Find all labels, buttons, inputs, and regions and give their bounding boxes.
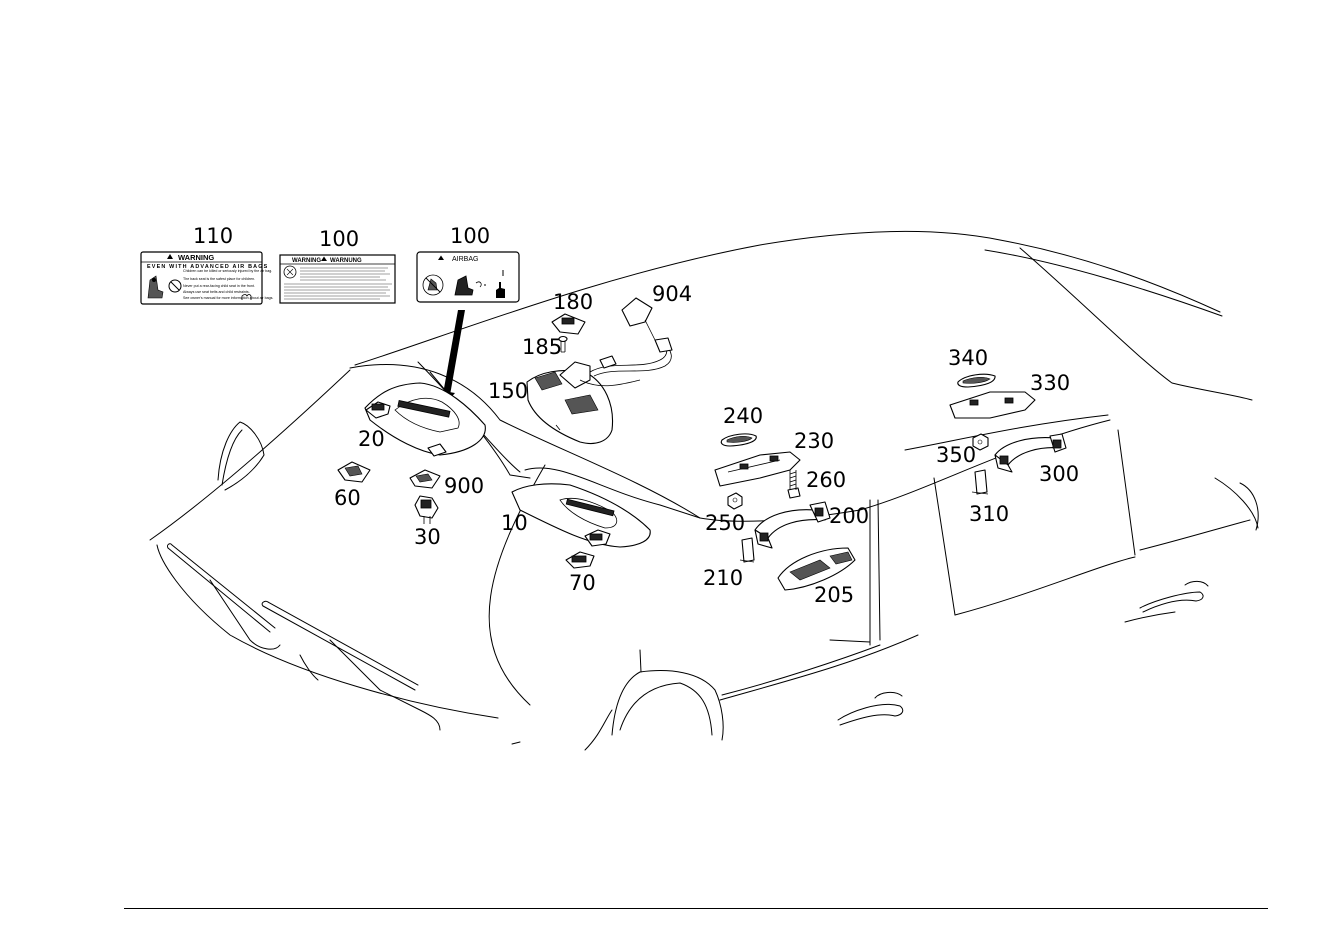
callout-205: 205 <box>814 583 854 607</box>
footer-rule <box>124 908 1268 909</box>
label-110-line-4: Always use seat belts and child restrain… <box>183 290 250 294</box>
warning-label-100a: WARNING WARNUNG <box>279 254 396 304</box>
console-bracket-180 <box>551 313 586 335</box>
callout-310: 310 <box>969 502 1009 526</box>
label-100a-fine-print <box>284 267 392 300</box>
callout-340: 340 <box>948 346 988 370</box>
callout-230: 230 <box>794 429 834 453</box>
callout-100a: 100 <box>319 227 359 251</box>
no-child-seat-icon <box>283 265 297 279</box>
callout-110: 110 <box>193 224 233 248</box>
screw-185 <box>558 335 568 353</box>
spacer-340 <box>957 373 996 388</box>
callout-180: 180 <box>553 290 593 314</box>
airbag-label-100b: AIRBAG <box>416 251 520 303</box>
grab-handle-300 <box>994 433 1067 473</box>
spacer-240 <box>720 433 757 447</box>
no-child-seat-icon <box>422 274 444 296</box>
callout-240: 240 <box>723 404 763 428</box>
roof-bracket-330 <box>949 391 1036 419</box>
callout-numbers: 110 100 100 180 904 185 150 20 60 900 30… <box>193 224 1079 607</box>
label-100a-title-en: WARNING <box>292 258 321 264</box>
clip-210 <box>739 537 755 563</box>
callout-210: 210 <box>703 566 743 590</box>
airbag-deploy-icon <box>454 275 486 296</box>
sun-visor-left-20 <box>364 382 486 457</box>
grab-handle-200 <box>754 501 831 549</box>
car-body-outline <box>149 231 1259 751</box>
label-110-line-5: See owner's manual for more information … <box>183 296 273 300</box>
callout-70: 70 <box>569 571 596 595</box>
brand-logo-icon <box>241 294 252 300</box>
callout-900: 900 <box>444 474 484 498</box>
callout-100b: 100 <box>450 224 490 248</box>
hand-pointer-icon <box>496 270 505 298</box>
callout-350: 350 <box>936 443 976 467</box>
label-110-line-3: Never put a rear-facing child seat in th… <box>183 284 255 288</box>
overhead-console-150 <box>526 337 673 445</box>
callout-904: 904 <box>652 282 692 306</box>
callout-200: 200 <box>829 504 869 528</box>
reading-lamp-205 <box>777 547 856 591</box>
roof-bracket-230 <box>714 451 801 487</box>
no-rear-facing-icon <box>168 279 182 293</box>
callout-185: 185 <box>522 335 562 359</box>
sun-visor-right-10 <box>511 483 651 548</box>
nut-250 <box>727 492 743 510</box>
callout-150: 150 <box>488 379 528 403</box>
nut-350 <box>972 433 989 451</box>
callout-60: 60 <box>334 486 361 510</box>
clip-30 <box>414 495 439 524</box>
callout-260: 260 <box>806 468 846 492</box>
label-110-title: WARNING <box>178 253 214 262</box>
label-110-line-1: Children can be killed or seriously inju… <box>183 269 272 273</box>
label-110-subtitle: EVEN WITH ADVANCED AIR BAGS <box>147 264 268 270</box>
callout-10: 10 <box>501 511 528 535</box>
label-100a-title-de: WARNUNG <box>330 258 362 264</box>
callout-300: 300 <box>1039 462 1079 486</box>
callout-250: 250 <box>705 511 745 535</box>
clip-70 <box>565 551 595 569</box>
callout-330: 330 <box>1030 371 1070 395</box>
label-110-line-2: The back seat is the safest place for ch… <box>183 277 255 281</box>
clip-310 <box>971 469 989 495</box>
module-904 <box>621 297 656 341</box>
child-seat-icon <box>145 272 165 300</box>
bolt-260 <box>787 470 801 499</box>
warning-label-110: WARNING EVEN WITH ADVANCED AIR BAGS Chil… <box>140 251 273 305</box>
callout-20: 20 <box>358 427 385 451</box>
callout-30: 30 <box>414 525 441 549</box>
bracket-900 <box>409 469 441 489</box>
label-100b-title: AIRBAG <box>452 256 478 263</box>
visor-clip-60 <box>337 461 371 483</box>
